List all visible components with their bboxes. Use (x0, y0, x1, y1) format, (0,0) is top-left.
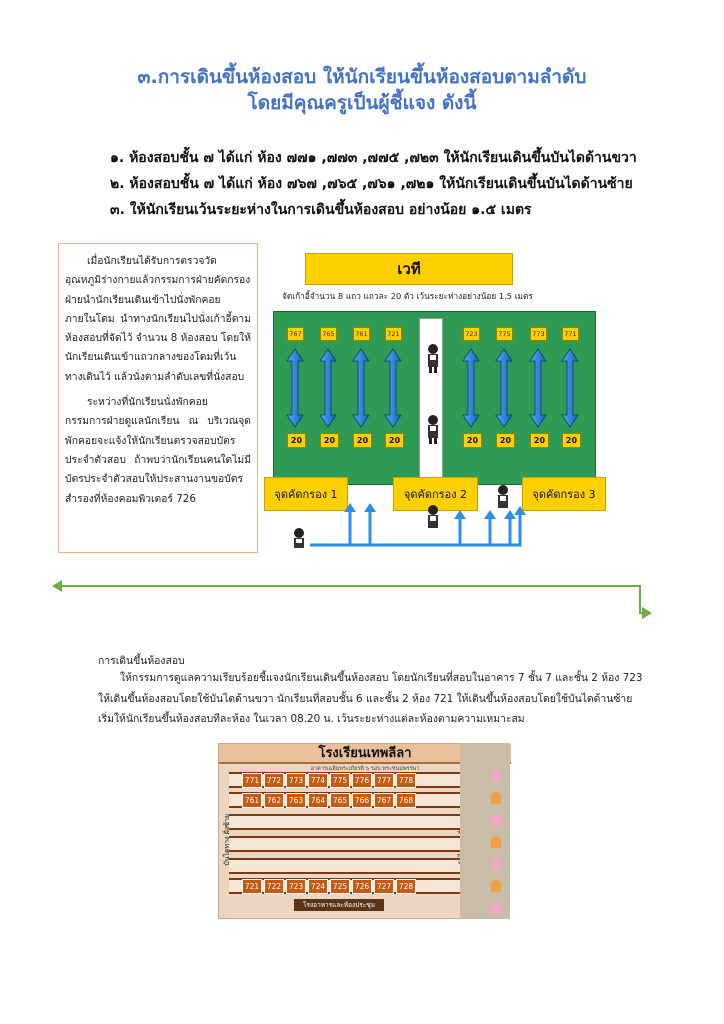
room-767: 767 (374, 793, 394, 808)
room-777: 777 (374, 773, 394, 788)
stair-left-label: บันไดทาง ฝั่งซ้าย (223, 814, 231, 866)
instruction-paragraph-2: ระหว่างที่นักเรียนนั่งพักคอย กรรมการฝ่าย… (65, 396, 251, 505)
room-765: 765 (330, 793, 350, 808)
instruction-box: เมื่อนักเรียนได้รับการตรวจวัดอุณหภูมิร่า… (58, 243, 258, 553)
room-772: 772 (264, 773, 284, 788)
room-721: 721 (242, 879, 262, 894)
room-768: 768 (396, 793, 416, 808)
rule-2: ๒. ห้องสอบชั้น ๗ ได้แก่ ห้อง ๗๖๗ ,๗๖๕ ,๗… (110, 176, 633, 192)
section-heading: การเดินขึ้นห้องสอบ (98, 655, 185, 667)
instruction-paragraph-1: เมื่อนักเรียนได้รับการตรวจวัดอุณหภูมิร่า… (65, 255, 251, 383)
seat-row-arrows (286, 348, 579, 428)
seat-count-3: 20 (353, 433, 372, 448)
ground-floor-label: โรงอาหารและห้องประชุม (294, 899, 384, 911)
room-tag-765: 765 (320, 327, 337, 341)
floor-7: 771 772 773 774 775 776 777 778 (229, 772, 501, 788)
room-727: 727 (374, 879, 394, 894)
restroom-column (460, 743, 510, 919)
floor-2: 721 722 723 724 725 726 727 728 (229, 878, 501, 894)
room-tag-761: 761 (353, 327, 370, 341)
seat-count-5: 20 (463, 433, 482, 448)
female-restroom-icon (491, 858, 501, 870)
room-774: 774 (308, 773, 328, 788)
room-724: 724 (308, 879, 328, 894)
room-771: 771 (242, 773, 262, 788)
room-764: 764 (308, 793, 328, 808)
male-restroom-icon (491, 880, 501, 892)
room-762: 762 (264, 793, 284, 808)
divider-arrow (52, 580, 652, 619)
floor-5 (229, 814, 501, 830)
female-restroom-icon (491, 814, 501, 826)
page-title: ๓.การเดินขึ้นห้องสอบ ให้นักเรียนขึ้นห้อง… (137, 66, 587, 88)
female-restroom-icon (491, 770, 501, 782)
room-tag-723: 723 (463, 327, 480, 341)
seat-count-4: 20 (385, 433, 404, 448)
screening-point-3: จุดคัดกรอง 3 (522, 477, 606, 511)
room-723: 723 (286, 879, 306, 894)
rule-3: ๓. ให้นักเรียนเว้นระยะห่างในการเดินขึ้นห… (110, 202, 532, 218)
room-728: 728 (396, 879, 416, 894)
male-restroom-icon (491, 836, 501, 848)
room-775: 775 (330, 773, 350, 788)
male-restroom-icon (491, 792, 501, 804)
entry-flow-graphic (294, 344, 526, 548)
room-778: 778 (396, 773, 416, 788)
floor-3 (229, 858, 501, 874)
room-tag-775: 775 (496, 327, 513, 341)
room-tag-773: 773 (530, 327, 547, 341)
section-body: ให้กรรมการดูแลความเรียบร้อยชี้แจงนักเรีย… (98, 672, 643, 725)
seat-count-1: 20 (287, 433, 306, 448)
seat-count-2: 20 (320, 433, 339, 448)
room-761: 761 (242, 793, 262, 808)
seat-count-7: 20 (530, 433, 549, 448)
rule-1: ๑. ห้องสอบชั้น ๗ ได้แก่ ห้อง ๗๗๑ ,๗๗๓ ,๗… (110, 150, 637, 166)
room-722: 722 (264, 879, 284, 894)
building-subtitle: อาคารเฉลิมพระเกียรติ ๖ รอบ พระชนมพรรษา (310, 766, 420, 772)
room-tag-767: 767 (287, 327, 304, 341)
page-subtitle: โดยมีคุณครูเป็นผู้ชี้แจง ดังนี้ (247, 92, 477, 114)
room-773: 773 (286, 773, 306, 788)
floor-6: 761 762 763 764 765 766 767 768 (229, 792, 501, 808)
seat-count-8: 20 (562, 433, 581, 448)
screening-point-1: จุดคัดกรอง 1 (264, 477, 348, 511)
seating-caption: จัดเก้าอี้จำนวน 8 แถว แถวละ 20 ตัว เว้นร… (282, 291, 533, 301)
room-tag-771: 771 (562, 327, 579, 341)
room-766: 766 (352, 793, 372, 808)
room-726: 726 (352, 879, 372, 894)
room-776: 776 (352, 773, 372, 788)
room-763: 763 (286, 793, 306, 808)
room-725: 725 (330, 879, 350, 894)
stage-box: เวที (305, 253, 513, 285)
floor-4 (229, 836, 501, 852)
building-name: โรงเรียนเทพลีลา (219, 744, 511, 764)
seat-count-6: 20 (496, 433, 515, 448)
female-restroom-icon (491, 902, 501, 914)
person-icon (428, 344, 438, 373)
room-tag-721: 721 (385, 327, 402, 341)
